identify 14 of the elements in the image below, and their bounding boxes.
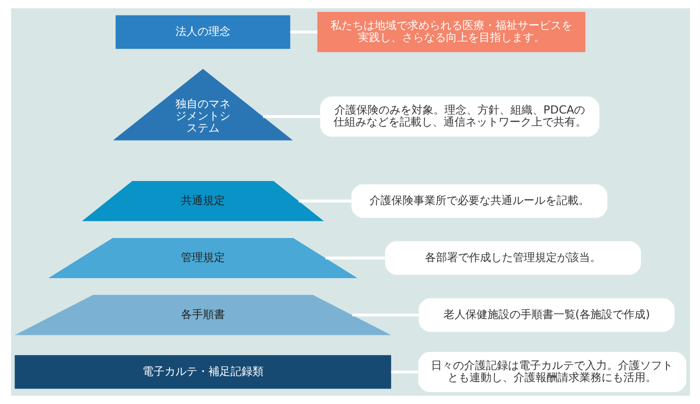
node-box: 各部署で作成した管理規定が該当。 bbox=[384, 241, 640, 275]
node-box: 介護保険事業所で必要な共通ルールを記載。 bbox=[350, 184, 607, 218]
node-box: 法人の理念 bbox=[115, 15, 290, 49]
connector bbox=[352, 314, 418, 316]
connector bbox=[290, 30, 317, 34]
node-box: 介護保険のみを対象。理念、方針、組織、PDCAの仕組みなどを記載し、通信ネットワーク上で共有。 bbox=[320, 96, 599, 137]
node-box: 私たちは地域で求められる医療・福祉サービスを実践し、さらなる向上を目指します。 bbox=[316, 12, 585, 52]
node-box: 日々の介護記録は電子カルテで入力。介護ソフトとも連動し、介護報酬請求業務にも活用。 bbox=[418, 352, 686, 392]
node-box: 電子カルテ・補足記録類 bbox=[14, 355, 391, 389]
node-box: 老人保健施設の手順書一覧(各施設で作成) bbox=[418, 298, 674, 332]
connector bbox=[325, 256, 384, 260]
connector bbox=[262, 115, 320, 118]
connector bbox=[390, 370, 418, 374]
connector bbox=[298, 200, 351, 202]
